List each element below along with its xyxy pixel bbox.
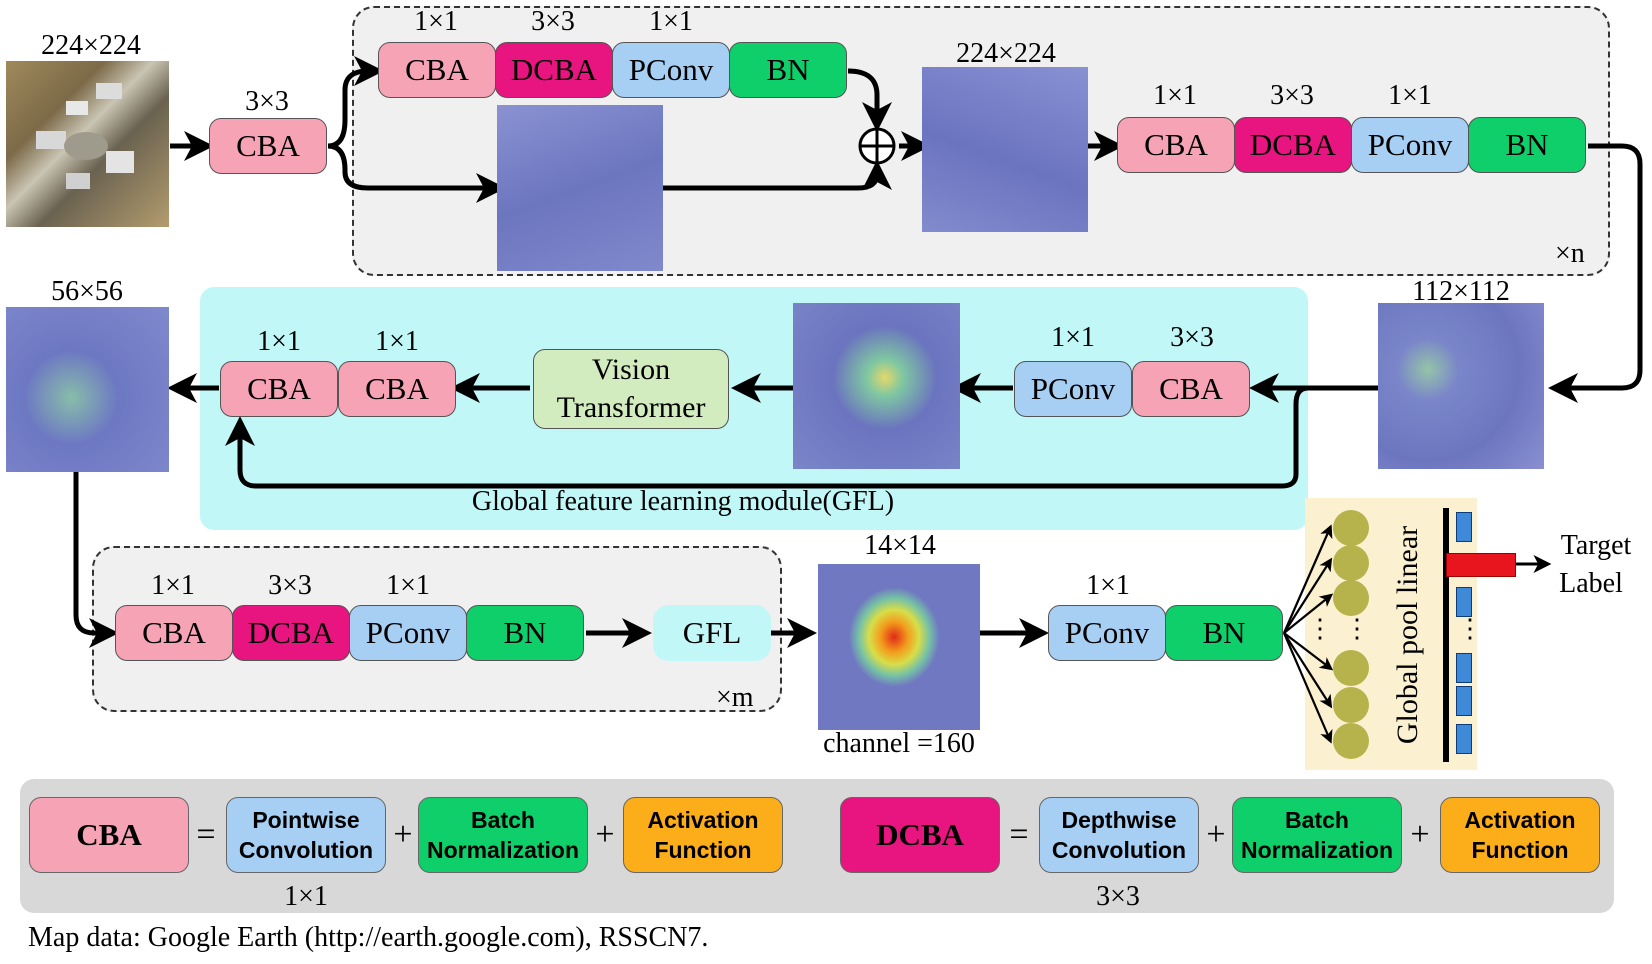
stage3-size-label: 56×56 (51, 276, 123, 307)
top-pconv-kernel: 1×1 (649, 6, 693, 37)
legend-depthwise: Depthwise Convolution (1039, 797, 1199, 873)
repeat-m-label: ×m (716, 682, 754, 713)
pool-node (1333, 723, 1369, 759)
legend-plus: + (1206, 816, 1226, 853)
linear-ellipsis: ⋮ (1457, 614, 1483, 643)
right-cba-block: CBA (1117, 117, 1235, 173)
pool-node (1333, 580, 1369, 616)
top-dcba-block: DCBA (495, 42, 613, 98)
pool-label: Global pool linear (1391, 525, 1424, 745)
stage1-feature-map (922, 67, 1088, 232)
target-output-bar (1446, 553, 1516, 577)
legend-activation: Activation Function (623, 797, 783, 873)
gfl-pconv-kernel: 1×1 (1051, 322, 1095, 353)
head-pconv-block: PConv (1048, 605, 1166, 661)
gfl-heatmap (793, 303, 960, 469)
legend-cba-term: CBA (29, 797, 189, 873)
top-cba-block: CBA (378, 42, 496, 98)
legend-plus: + (393, 816, 413, 853)
bottom-pconv-block: PConv (349, 605, 467, 661)
right-dcba-kernel: 3×3 (1270, 80, 1314, 111)
legend-plus: + (595, 816, 615, 853)
top-dcba-kernel: 3×3 (531, 6, 575, 37)
gfl-block: GFL (653, 605, 771, 661)
legend-equals: = (196, 816, 216, 853)
top-cba-kernel: 1×1 (414, 6, 458, 37)
input-size-label: 224×224 (41, 30, 141, 61)
stage3-feature-map (6, 307, 169, 472)
pool-ellipsis: ⋮ (1307, 614, 1333, 643)
legend-pointwise: Pointwise Convolution (226, 797, 386, 873)
linear-unit (1456, 512, 1472, 542)
arrow-bn-down-to-stage2 (1547, 143, 1643, 403)
top-bn-block: BN (729, 42, 847, 98)
bottom-bn-block: BN (466, 605, 584, 661)
arrow-skip-to-sum (663, 159, 892, 191)
linear-unit (1456, 724, 1472, 754)
bottom-dcba-block: DCBA (232, 605, 350, 661)
right-bn-block: BN (1468, 117, 1586, 173)
legend-plus: + (1410, 816, 1430, 853)
right-dcba-block: DCBA (1234, 117, 1352, 173)
gfl-cba-b-kernel: 1×1 (375, 326, 419, 357)
linear-unit (1456, 587, 1472, 617)
caption: Map data: Google Earth (http://earth.goo… (28, 922, 709, 953)
gfl-cba-kernel: 3×3 (1170, 322, 1214, 353)
head-bn-block: BN (1165, 605, 1283, 661)
gfl-cba-b-block: CBA (338, 361, 456, 417)
stage2-size-label: 112×112 (1412, 276, 1510, 307)
gfl-cba-a-kernel: 1×1 (257, 326, 301, 357)
top-pconv-block: PConv (612, 42, 730, 98)
pool-node (1333, 545, 1369, 581)
right-pconv-kernel: 1×1 (1388, 80, 1432, 111)
channel-label: channel =160 (823, 728, 975, 759)
target-label-line2: Label (1559, 568, 1623, 599)
right-pconv-block: PConv (1351, 117, 1469, 173)
stem-kernel-label: 3×3 (245, 86, 289, 117)
stage1-size-label: 224×224 (956, 38, 1056, 69)
bottom-cba-block: CBA (115, 605, 233, 661)
target-label-line1: Target (1560, 530, 1632, 561)
stage4-feature-map (818, 564, 980, 730)
pool-node (1333, 687, 1369, 723)
stage2-feature-map (1378, 303, 1544, 469)
arrow-stage3-down (73, 472, 120, 648)
gfl-skip-connection (225, 385, 1310, 489)
head-pconv-kernel: 1×1 (1086, 570, 1130, 601)
input-image (6, 61, 169, 227)
legend-dcba-term: DCBA (840, 797, 1000, 873)
arrow-cba-to-skip-branch (327, 143, 507, 203)
vision-transformer-block: Vision Transformer (533, 349, 729, 429)
legend-batch-norm: Batch Normalization (1232, 797, 1402, 873)
gfl-module-label: Global feature learning module(GFL) (471, 486, 895, 517)
right-cba-kernel: 1×1 (1153, 80, 1197, 111)
arrow-cba-to-top-branch (327, 56, 385, 149)
stage4-size-label: 14×14 (864, 530, 936, 561)
legend-pointwise-kernel: 1×1 (284, 881, 328, 912)
linear-unit (1456, 653, 1472, 683)
repeat-n-label: ×n (1555, 238, 1585, 269)
bottom-cba-kernel: 1×1 (151, 570, 195, 601)
pool-node (1333, 650, 1369, 686)
skip-feature-map (497, 105, 663, 271)
legend-equals: = (1009, 816, 1029, 853)
pool-node (1333, 510, 1369, 546)
bottom-pconv-kernel: 1×1 (386, 570, 430, 601)
bottom-dcba-kernel: 3×3 (268, 570, 312, 601)
sum-node (858, 127, 896, 165)
gfl-cba-a-block: CBA (220, 361, 338, 417)
legend-activation: Activation Function (1440, 797, 1600, 873)
arrow-bn-to-sum (847, 68, 892, 133)
gfl-pconv-block: PConv (1014, 361, 1132, 417)
linear-unit (1456, 686, 1472, 716)
stem-cba-block: CBA (209, 118, 327, 174)
legend-batch-norm: Batch Normalization (418, 797, 588, 873)
gfl-cba-3x3-block: CBA (1132, 361, 1250, 417)
legend-depthwise-kernel: 3×3 (1096, 881, 1140, 912)
pool-ellipsis: ⋮ (1344, 614, 1370, 643)
